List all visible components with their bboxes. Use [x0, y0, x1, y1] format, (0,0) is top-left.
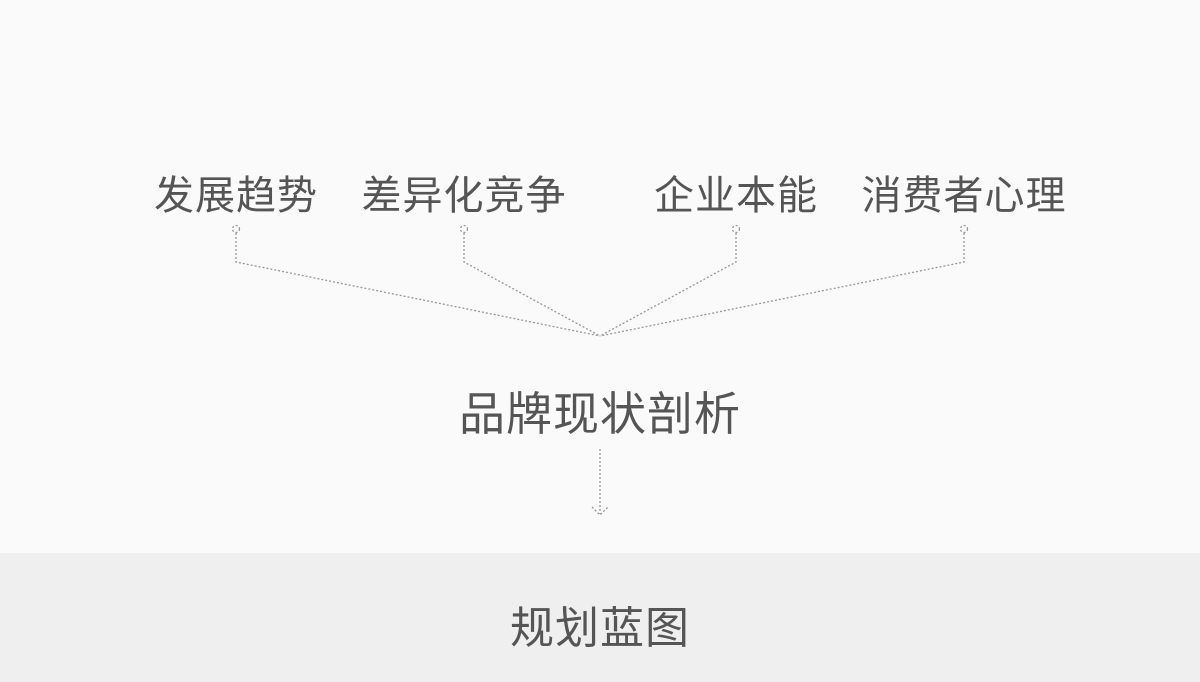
node-circle: [459, 224, 469, 234]
connector-line: [599, 233, 737, 337]
connector-line: [463, 233, 601, 337]
node-circle: [731, 224, 741, 234]
center-label: 品牌现状剖析: [459, 387, 741, 441]
factor-label-consumer-psychology: 消费者心理: [861, 173, 1067, 219]
factor-label-enterprise-instinct: 企业本能: [654, 173, 818, 219]
connector-line: [235, 233, 601, 337]
result-band: [0, 553, 1200, 682]
result-label: 规划蓝图: [510, 603, 690, 654]
factor-label-trend: 发展趋势: [154, 173, 318, 219]
connector-line: [599, 233, 965, 337]
node-circle: [959, 224, 969, 234]
factor-label-differentiation: 差异化竞争: [361, 173, 567, 219]
node-circle: [231, 224, 241, 234]
